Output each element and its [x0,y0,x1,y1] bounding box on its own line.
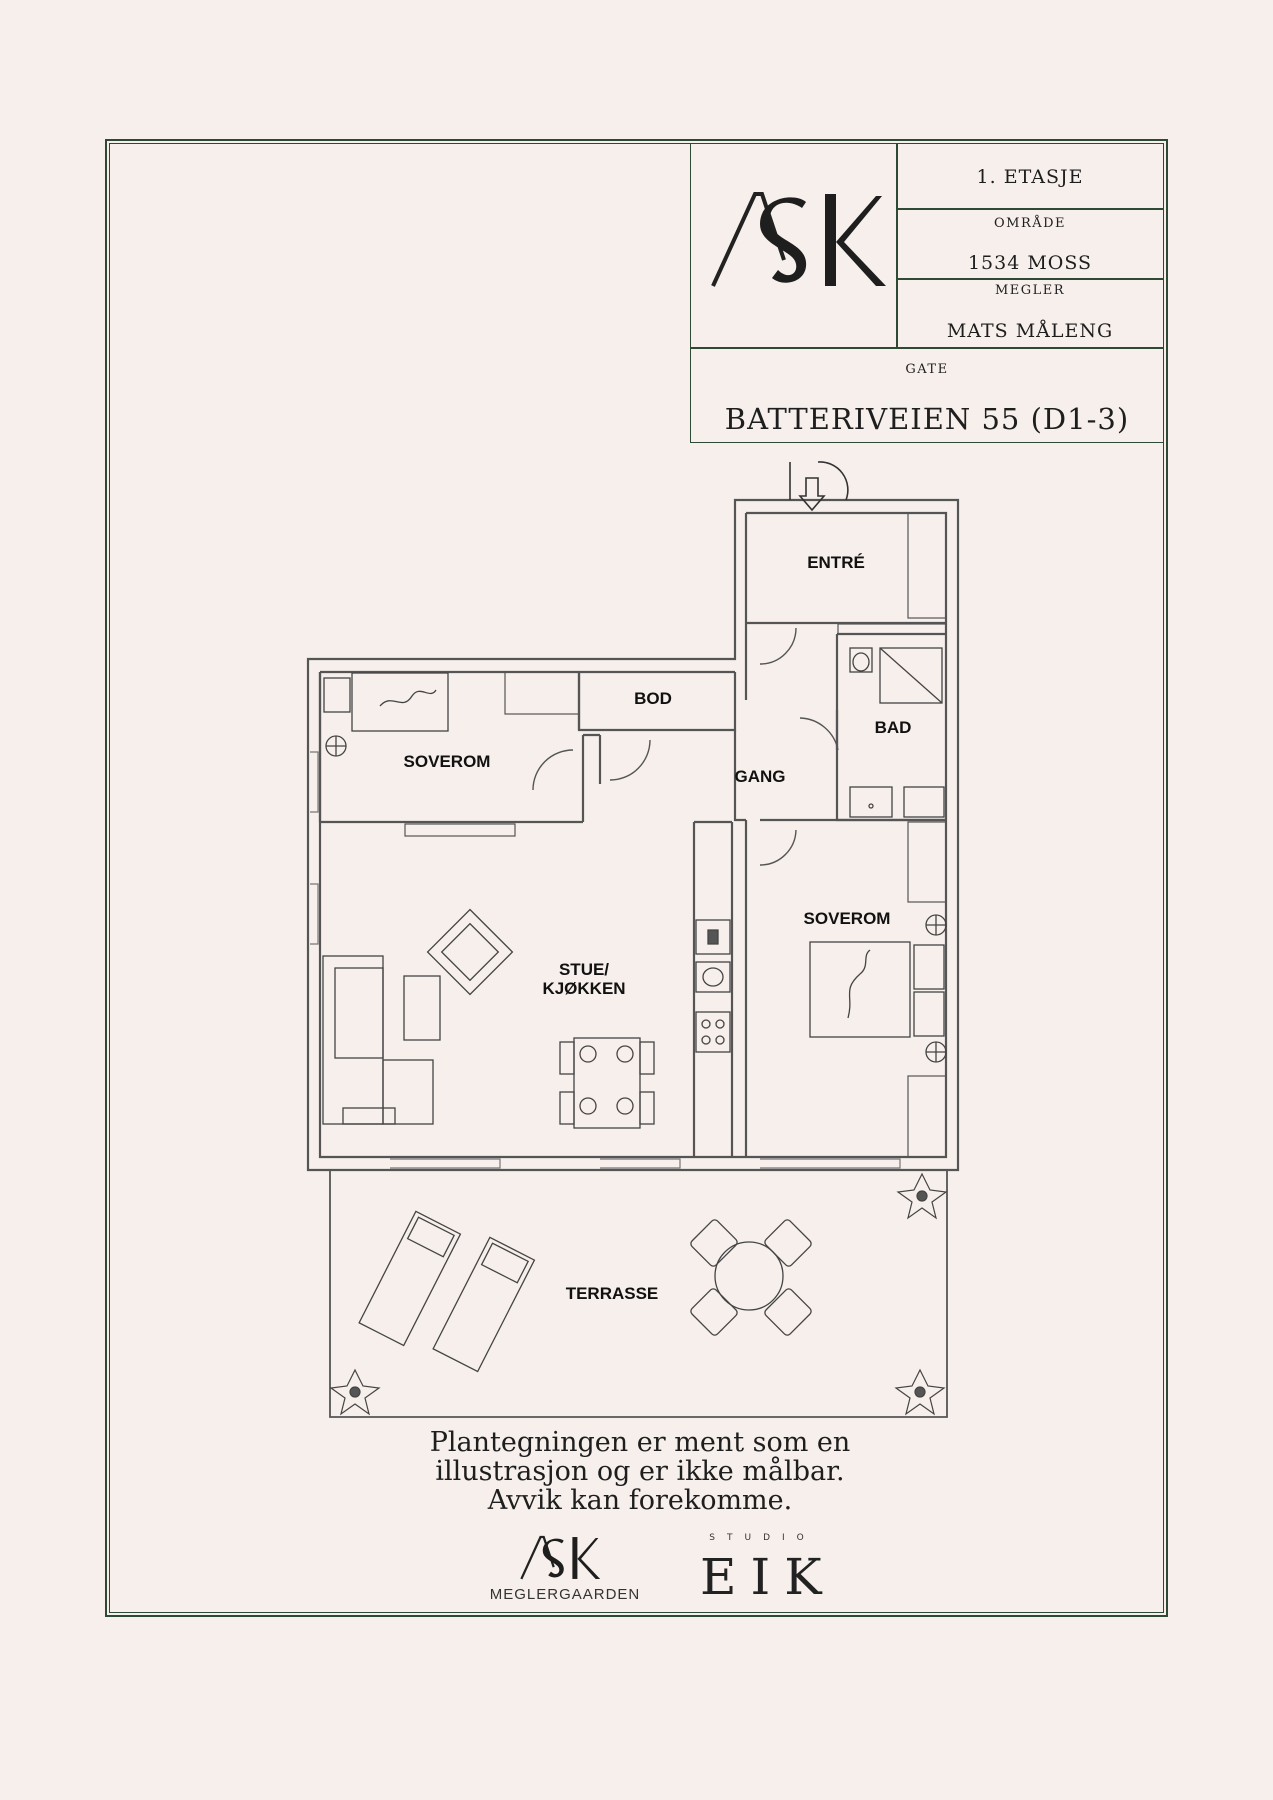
plant-icon [329,1172,948,1416]
floor-label: 1. ETASJE [976,166,1084,188]
title-block-divider [896,278,1164,280]
room-label-stue: STUE/ [558,960,610,979]
title-block [690,143,1164,443]
room-label-soverom-left: SOVEROM [403,752,491,771]
disclaimer-line: illustrasjon og er ikke målbar. [435,1456,845,1487]
room-label-bad: BAD [874,718,912,737]
ask-footer-logo [520,1535,601,1580]
street-label: GATE [905,362,949,377]
eik-logo: EIK [700,1548,836,1606]
broker-value: MATS MÅLENG [946,320,1114,342]
title-block-divider [896,143,898,348]
room-label-bod: BOD [634,689,672,708]
street-value: BATTERIVEIEN 55 (D1-3) [724,402,1130,436]
room-label-terrasse: TERRASSE [565,1284,659,1303]
title-block-divider [690,347,1164,349]
broker-label: MEGLER [994,283,1066,298]
title-block-divider [896,208,1164,210]
area-value: 1534 MOSS [967,252,1093,274]
area-label: OMRÅDE [993,216,1067,231]
sun-lounger-icon [358,1210,536,1373]
round-table-icon [690,1219,812,1336]
inner-frame [109,143,1164,1613]
outer-frame [105,139,1168,1617]
room-label-kjokken: KJØKKEN [542,979,626,998]
disclaimer-line: Avvik kan forekomme. [487,1485,793,1516]
disclaimer: Plantegningen er ment som en illustrasjo… [380,1428,900,1515]
room-label-gang: GANG [734,767,786,786]
ask-logo [711,192,886,287]
studio-label: STUDIO [709,1533,816,1543]
room-label-entre: ENTRÉ [807,553,865,572]
ask-footer-subtitle: MEGLERGAARDEN [489,1586,641,1603]
room-label-stue-kjokken: STUE/ KJØKKEN [524,960,644,998]
disclaimer-line: Plantegningen er ment som en [429,1427,851,1458]
entrance-arrow-icon [789,461,849,512]
room-label-soverom-right: SOVEROM [803,909,891,928]
